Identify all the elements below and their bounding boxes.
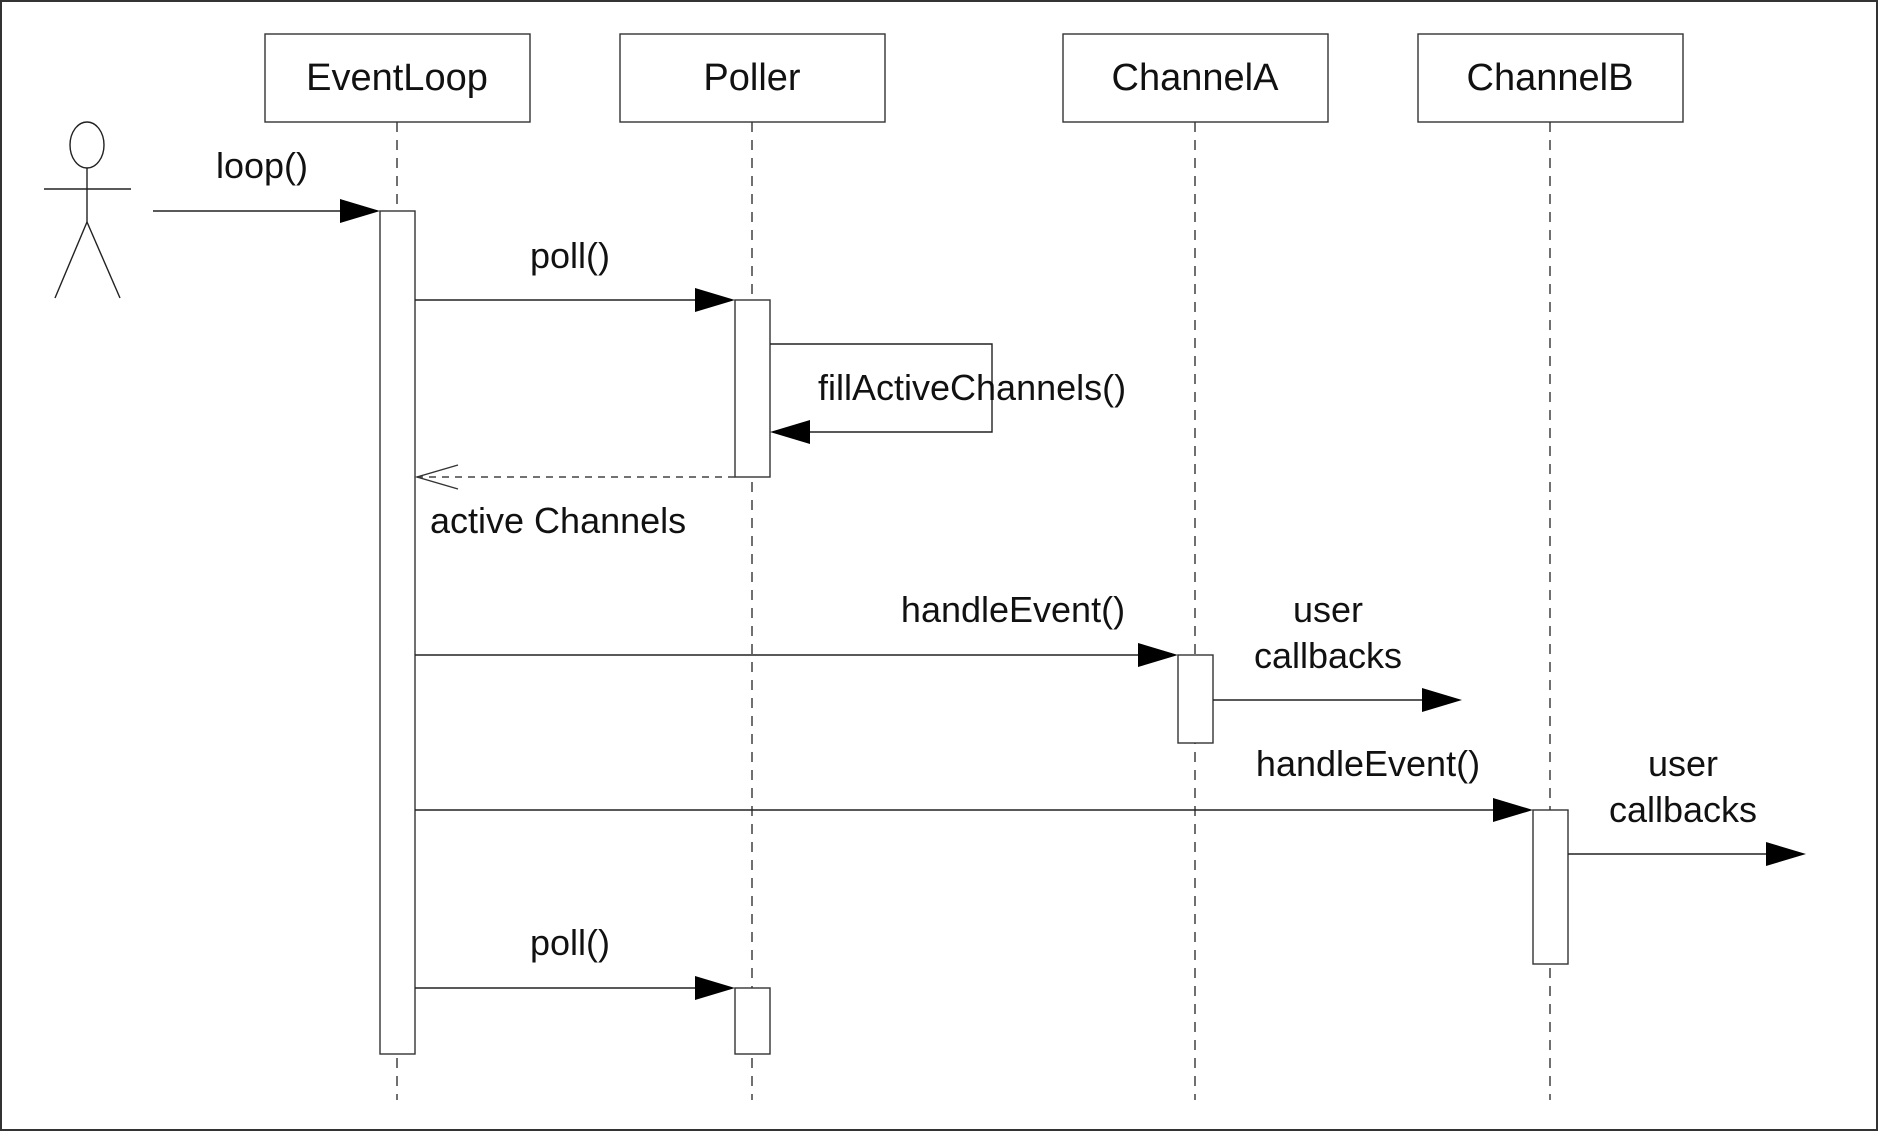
message-label-poll-2: poll() xyxy=(530,922,610,963)
message-poll-1 xyxy=(415,288,735,312)
participant-box-channelb xyxy=(1417,33,1684,123)
activation-poller-1 xyxy=(734,299,771,478)
message-label-callbacks-b-line1: user xyxy=(1648,743,1718,784)
participant-label-channela: ChannelA xyxy=(1112,57,1280,99)
participant-box-poller xyxy=(619,33,886,123)
message-label-handle-b: handleEvent() xyxy=(1256,743,1480,784)
message-loop xyxy=(153,199,380,223)
message-callbacks-b xyxy=(1568,842,1806,866)
message-fill-active-channels xyxy=(770,343,993,444)
activation-channela xyxy=(1177,654,1214,744)
message-label-callbacks-a-line2: callbacks xyxy=(1254,635,1402,676)
message-label-poll-1: poll() xyxy=(530,235,610,276)
message-label-callbacks-b-line2: callbacks xyxy=(1609,789,1757,830)
message-label-callbacks-a-line1: user xyxy=(1293,589,1363,630)
message-label-fill: fillActiveChannels() xyxy=(818,367,1126,408)
participant-box-channela xyxy=(1062,33,1329,123)
message-label-handle-a: handleEvent() xyxy=(901,589,1125,630)
message-callbacks-a xyxy=(1213,688,1462,712)
participant-label-channelb: ChannelB xyxy=(1467,57,1634,99)
activation-eventloop xyxy=(379,210,416,1055)
message-return-active-channels xyxy=(414,464,735,490)
message-handle-event-a xyxy=(415,643,1178,667)
participant-label-eventloop: EventLoop xyxy=(306,57,488,99)
actor-icon xyxy=(44,121,131,299)
message-poll-2 xyxy=(415,976,735,1000)
activation-poller-2 xyxy=(734,987,771,1055)
activation-channelb xyxy=(1532,809,1569,965)
message-label-loop: loop() xyxy=(216,145,308,186)
message-handle-event-b xyxy=(415,798,1533,822)
participant-box-eventloop xyxy=(264,33,531,123)
message-label-return: active Channels xyxy=(430,500,686,541)
participant-label-poller: Poller xyxy=(703,57,800,99)
